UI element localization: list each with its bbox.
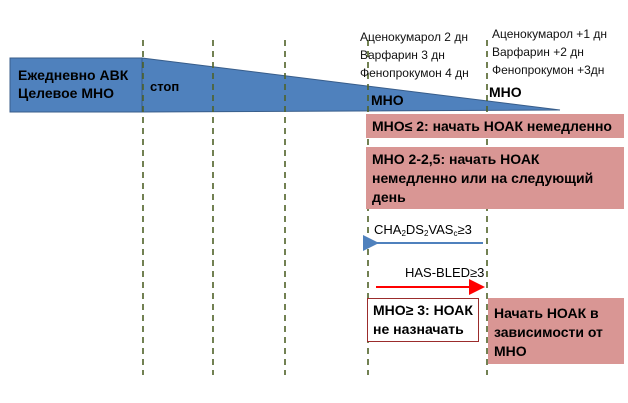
phenprocoumon-extra-days: Фенопрокумон +3дн (492, 63, 605, 77)
avk-daily-line: Ежедневно АВК (18, 67, 129, 83)
ge3-part: ≥3 (457, 222, 472, 237)
avk-daily-label: Ежедневно АВК Целевое МНО (18, 66, 128, 102)
inr-ge3-box: МНО≥ 3: НОАК не назначать (367, 298, 479, 342)
cha-part: CHA (374, 222, 402, 237)
start-noac-line-3: МНО (494, 343, 527, 359)
target-inr-line: Целевое МНО (18, 85, 114, 101)
warfarin-days: Варфарин 3 дн (360, 48, 445, 62)
phenprocoumon-days: Фенопрокумон 4 дн (360, 66, 469, 80)
stop-label: стоп (150, 79, 180, 94)
inr-ge3-line-2: не назначать (373, 321, 464, 337)
start-noac-line-1: Начать НОАК в (494, 305, 599, 321)
acenocoumarol-days: Аценокумарол 2 дн (360, 30, 468, 44)
inr-label-right: МНО (489, 84, 522, 100)
start-noac-box: Начать НОАК в зависимости от МНО (488, 298, 624, 364)
inr-2-25-box: МНО 2-2,5: начать НОАК немедленно или на… (366, 147, 624, 209)
drug-days-left: Аценокумарол 2 дн Варфарин 3 дн Фенопрок… (360, 29, 469, 81)
drug-days-right: Аценокумарол +1 дн Варфарин +2 дн Фенопр… (492, 26, 607, 78)
inr-le2-box: МНО≤ 2: начать НОАК немедленно (366, 114, 624, 138)
sub-2b: 2 (423, 229, 429, 238)
inr-ge3-line-1: МНО≥ 3: НОАК (373, 302, 473, 318)
sub-2a: 2 (401, 229, 406, 238)
inr-2-25-line-1: МНО 2-2,5: начать НОАК (372, 151, 540, 167)
avk-taper-triangle (141, 57, 561, 113)
acenocoumarol-extra-days: Аценокумарол +1 дн (492, 27, 607, 41)
vas-part: VAS (428, 222, 454, 237)
cha2ds2vasc-label: CHA2DS2VASc≥3 (374, 222, 472, 238)
sub-c: c (453, 229, 458, 238)
inr-label-left: МНО (371, 92, 404, 108)
warfarin-extra-days: Варфарин +2 дн (492, 45, 584, 59)
inr-2-25-line-2: немедленно или на следующий (372, 170, 594, 186)
start-noac-line-2: зависимости от (494, 324, 603, 340)
inr-2-25-line-3: день (372, 189, 406, 205)
avk-daily-box (9, 57, 143, 113)
ds-part: DS (405, 222, 424, 237)
inr-le2-text: МНО≤ 2: начать НОАК немедленно (372, 118, 612, 134)
hasbled-label: HAS-BLED≥3 (405, 265, 485, 280)
